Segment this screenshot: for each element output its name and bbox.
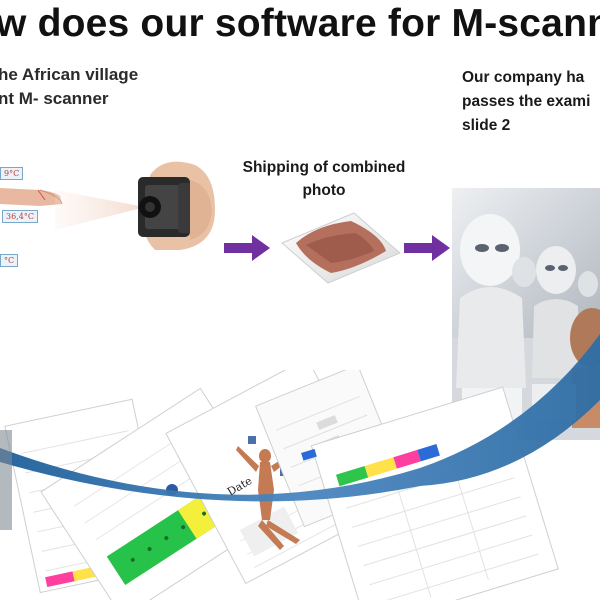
shipping-label: Shipping of combined photo	[242, 159, 406, 199]
body-figure	[236, 436, 300, 550]
curved-arrow-icon	[0, 334, 600, 530]
village-text-line1: he African village	[0, 65, 139, 84]
combined-photo-image	[281, 212, 401, 284]
temp-label-3: °C	[0, 254, 19, 267]
company-text-line2: passes the exami	[462, 93, 591, 110]
village-text: he African village nt M- scanner	[0, 63, 138, 111]
arrow-right-icon-2	[404, 235, 450, 261]
scanner-beam	[55, 190, 145, 230]
village-text-line2: nt M- scanner	[0, 89, 109, 108]
arrow-right-icon	[224, 235, 270, 261]
m-scanner-device-icon	[138, 161, 215, 250]
company-text-line1: Our company ha	[462, 69, 585, 86]
company-text-line3: slide 2	[462, 117, 511, 134]
temp-label-1: 9°C	[0, 167, 24, 180]
slide-title: w does our software for M-scann	[0, 2, 600, 45]
temp-label-2: 36,4°C	[2, 210, 38, 223]
company-text: Our company ha passes the exami slide 2	[462, 66, 590, 138]
